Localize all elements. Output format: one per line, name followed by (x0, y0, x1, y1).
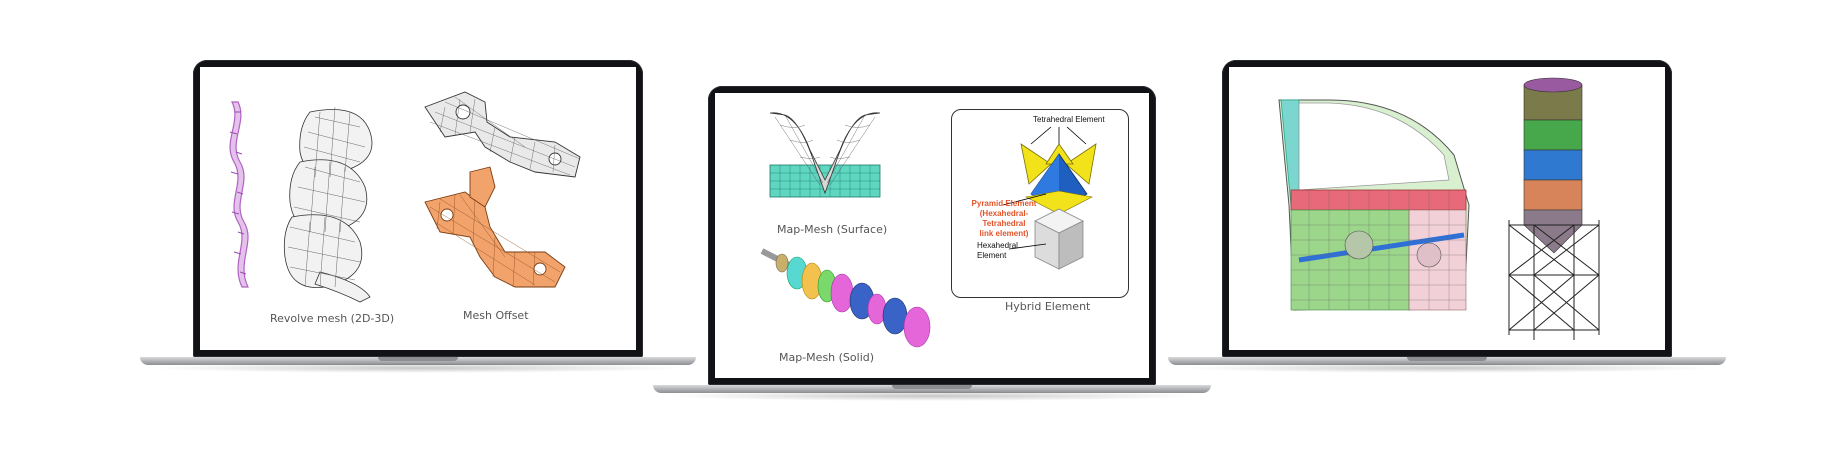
hybrid-element-diagram (1002, 126, 1097, 270)
offset-mesh-image (424, 91, 581, 288)
hybrid-element-caption: Hybrid Element (1005, 300, 1091, 313)
pyramid-label: Pyramid Element (Hexahedral-Tetrahedral … (971, 199, 1037, 238)
revolve-mesh-caption: Revolve mesh (2D-3D) (270, 312, 395, 325)
laptop-left-base (140, 357, 696, 365)
car-door-mesh-image (1278, 99, 1470, 311)
laptop-center-base (653, 385, 1211, 393)
hexahedral-label: Hexahedral Element (977, 241, 1018, 260)
silo-mesh-image (1508, 77, 1600, 340)
revolve-mesh-image (229, 101, 373, 303)
map-mesh-surface-caption: Map-Mesh (Surface) (777, 223, 888, 236)
tetrahedral-label: Tetrahedral Element (1033, 115, 1105, 124)
laptop-left-screen: Revolve mesh (2D-3D) Mesh Offset (200, 67, 636, 350)
laptop-right-screen (1229, 67, 1665, 350)
map-mesh-solid-caption: Map-Mesh (Solid) (779, 351, 875, 364)
laptop-center-shadow (663, 391, 1201, 401)
laptop-right-base (1168, 357, 1726, 365)
mesh-offset-caption: Mesh Offset (463, 309, 529, 322)
laptop-right-shadow (1178, 363, 1716, 373)
laptop-left-shadow (150, 363, 686, 373)
map-mesh-solid-image (760, 248, 931, 348)
laptop-center-screen: Map-Mesh (Surface) Map-Mesh (Solid) Tetr… (715, 93, 1149, 378)
map-mesh-surface-image (769, 112, 881, 198)
